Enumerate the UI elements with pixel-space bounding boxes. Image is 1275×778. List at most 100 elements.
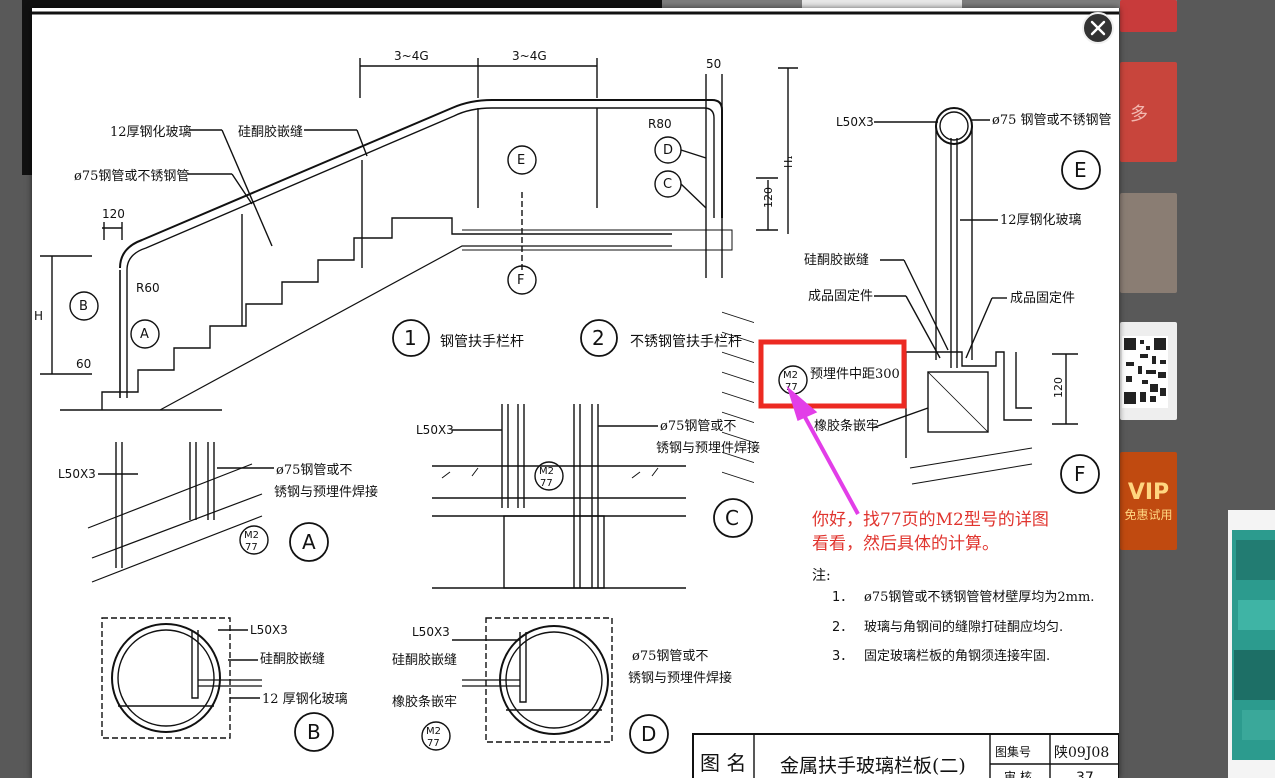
vip-subtitle: 免惠试用 [1124, 508, 1173, 522]
bubble-a: A [140, 327, 149, 342]
e-fix-left: 成品固定件 [808, 289, 873, 304]
note-2-num: 2． [832, 620, 853, 635]
stair-elevation: 3~4G 3~4G 50 120 H 60 R60 R80 120 H₁ 12厚 [34, 49, 798, 484]
e-silicone: 硅酮胶嵌缝 [804, 252, 869, 268]
c-l50: L50X3 [416, 423, 454, 437]
d-rubber: 橡胶条嵌牢 [392, 694, 457, 710]
sidebar-ad-photo[interactable] [1120, 193, 1177, 293]
drawing-canvas: 3~4G 3~4G 50 120 H 60 R60 R80 120 H₁ 12厚 [32, 8, 1119, 778]
e-fix-right: 成品固定件 [1010, 291, 1075, 306]
dim-r60: R60 [136, 281, 160, 295]
sidebar-vip-ad[interactable]: VIP 免惠试用 [1120, 452, 1177, 550]
bubble-1: 1 [404, 326, 417, 350]
qr-code-icon [1122, 336, 1168, 408]
sidebar-qr-code[interactable] [1120, 322, 1177, 420]
annotation-line-2: 看看，然后具体的计算。 [812, 534, 999, 554]
highlight-77: 77 [785, 382, 798, 393]
detail-c-label: C [725, 506, 739, 530]
dim-h1: H₁ [782, 155, 795, 168]
label-glass-12: 12厚钢化玻璃 [110, 125, 192, 140]
d-77: 77 [427, 738, 440, 749]
c-m2: M2 [539, 466, 554, 477]
vip-title: VIP [1127, 480, 1170, 505]
annotation-line-1: 你好，找77页的M2型号的详图 [812, 510, 1049, 530]
c-weld-1: ø75钢管或不 [660, 419, 736, 434]
product-image [1228, 510, 1275, 778]
bubble-d: D [663, 143, 673, 158]
image-viewer: 3~4G 3~4G 50 120 H 60 R60 R80 120 H₁ 12厚 [32, 8, 1119, 778]
detail-a-label: A [302, 530, 316, 554]
dim-120-right: 120 [762, 187, 775, 208]
d-weld-2: 锈钢与预埋件焊接 [628, 670, 732, 686]
title-set-label: 图集号 [995, 744, 1031, 759]
detail-b: L50X3 硅酮胶嵌缝 12 厚钢化玻璃 B [101, 617, 348, 752]
note-2-text: 玻璃与角钢间的缝隙打硅酮应均匀. [864, 619, 1063, 635]
e-pipe: ø75 钢管或不锈钢管 [992, 113, 1112, 128]
dim-60: 60 [76, 357, 91, 371]
close-icon [1090, 20, 1106, 36]
title-page: 37 [1076, 770, 1094, 778]
bubble-2: 2 [592, 326, 605, 350]
sidebar-ad-text: 多 [1130, 104, 1148, 125]
detail-b-label: B [307, 720, 321, 744]
e-glass: 12厚钢化玻璃 [1000, 213, 1082, 228]
d-m2: M2 [426, 726, 441, 737]
note-1-num: 1． [832, 590, 853, 605]
title-stainless-rail: 不锈钢管扶手栏杆 [630, 334, 742, 350]
note-3-text: 固定玻璃栏板的角钢须连接牢固. [864, 648, 1050, 664]
bubble-f: F [517, 273, 524, 288]
detail-c: L50X3 M2 77 ø75钢管或不 锈钢与预埋件焊接 C [416, 404, 760, 589]
e-l50: L50X3 [836, 115, 874, 129]
dim-120: 120 [102, 207, 125, 221]
detail-e-label: E [1074, 158, 1087, 182]
f-rubber: 橡胶条嵌牢 [814, 418, 879, 434]
c-weld-2: 锈钢与预埋件焊接 [656, 440, 760, 456]
dim-wall: 50 [706, 57, 721, 71]
title-steel-rail: 钢管扶手栏杆 [440, 334, 524, 350]
detail-a: L50X3 ø75钢管或不 锈钢与预埋件焊接 M2 77 A [58, 442, 378, 583]
label-silicone: 硅酮胶嵌缝 [238, 124, 303, 140]
title-block: 图 名 金属扶手玻璃栏板(二) 图集号 陕09J08 审 核 37 [692, 733, 1119, 778]
b-l50: L50X3 [250, 623, 288, 637]
a-weld-1: ø75钢管或不 [276, 463, 352, 478]
d-l50: L50X3 [412, 625, 450, 639]
product-thumbnail[interactable] [1228, 510, 1275, 778]
dim-top-b: 3~4G [512, 49, 547, 63]
note-1-text: ø75钢管或不锈钢管管材壁厚均为2mm. [864, 590, 1094, 605]
a-weld-2: 锈钢与预埋件焊接 [274, 484, 378, 500]
dim-r80: R80 [648, 117, 672, 131]
dim-f-120: 120 [1052, 377, 1065, 398]
detail-f-label: F [1074, 462, 1086, 486]
d-weld-1: ø75钢管或不 [632, 649, 708, 664]
b-glass: 12 厚钢化玻璃 [262, 692, 348, 707]
notes: 注: 1． ø75钢管或不锈钢管管材壁厚均为2mm. 2． 玻璃与角钢间的缝隙打… [812, 568, 1094, 664]
highlight-embed: 预埋件中距300 [810, 367, 900, 382]
bubble-e: E [517, 153, 525, 168]
detail-d-label: D [641, 722, 656, 746]
highlight-box: M2 77 预埋件中距300 [758, 339, 907, 409]
sidebar-ad-banner[interactable]: 多 [1120, 62, 1177, 162]
d-silicone: 硅酮胶嵌缝 [392, 652, 457, 668]
annotation-arrow [786, 385, 860, 515]
background-tab-active [802, 0, 962, 8]
close-button[interactable] [1082, 12, 1114, 44]
c-77: 77 [540, 478, 553, 489]
bubble-c: C [663, 177, 672, 192]
title-name: 金属扶手玻璃栏板(二) [780, 755, 966, 777]
dim-top-a: 3~4G [394, 49, 429, 63]
dim-h: H [34, 309, 43, 323]
title-set-value: 陕09J08 [1054, 745, 1109, 761]
title-label: 图 名 [700, 751, 746, 775]
bubble-b: B [79, 299, 88, 314]
b-silicone: 硅酮胶嵌缝 [260, 651, 325, 667]
note-3-num: 3． [832, 649, 853, 664]
highlight-m2: M2 [783, 370, 798, 381]
a-77: 77 [245, 542, 258, 553]
label-pipe75: ø75钢管或不锈钢管 [74, 169, 189, 184]
notes-title: 注: [812, 568, 831, 584]
a-m2: M2 [244, 530, 259, 541]
sidebar-ad-top[interactable] [1120, 0, 1177, 32]
title-check-label: 审 核 [1004, 769, 1032, 778]
a-l50: L50X3 [58, 467, 96, 481]
detail-d: L50X3 硅酮胶嵌缝 橡胶条嵌牢 ø75钢管或不 锈钢与预埋件焊接 M2 77… [392, 617, 732, 754]
